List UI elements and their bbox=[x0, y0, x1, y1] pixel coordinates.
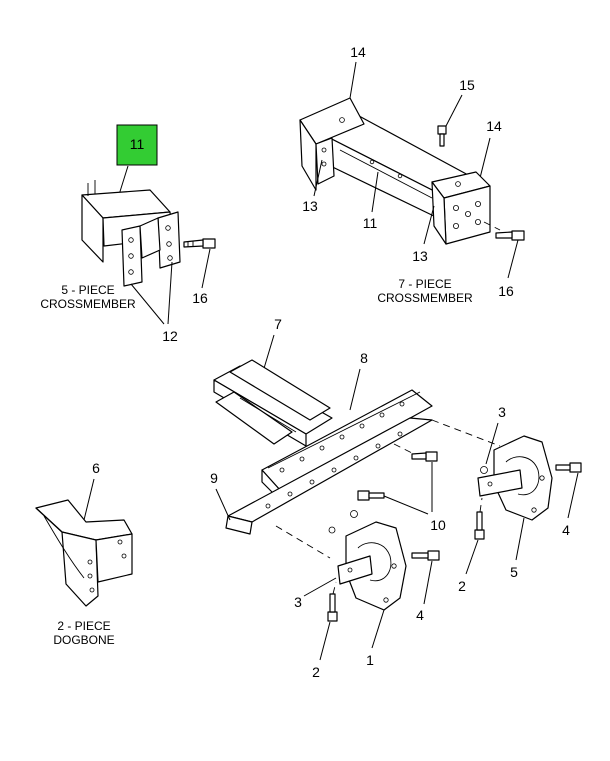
bolt-10-upper bbox=[411, 451, 438, 462]
two-piece-dogbone: 6 2 - PIECE DOGBONE bbox=[35, 460, 133, 647]
bolt-2-right bbox=[474, 511, 485, 540]
five-piece-crossmember: 11 16 12 5 - PIECE CROSSMEMBER bbox=[40, 124, 216, 344]
callout-9[interactable]: 9 bbox=[210, 470, 218, 486]
callout-13-right[interactable]: 13 bbox=[412, 248, 428, 264]
callout-6[interactable]: 6 bbox=[92, 460, 100, 476]
bracket-5 bbox=[477, 435, 553, 521]
callout-4-left[interactable]: 4 bbox=[416, 607, 424, 623]
bolt-4-left bbox=[411, 550, 440, 561]
caption-seven-piece-line2: CROSSMEMBER bbox=[377, 291, 473, 305]
bolt-15 bbox=[437, 125, 447, 147]
callout-7[interactable]: 7 bbox=[274, 316, 282, 332]
bolt-16-right bbox=[495, 230, 525, 241]
caption-five-piece-line1: 5 - PIECE bbox=[61, 283, 114, 297]
caption-five-piece-line2: CROSSMEMBER bbox=[40, 297, 136, 311]
callout-3-left[interactable]: 3 bbox=[294, 594, 302, 610]
bolt-16-left bbox=[183, 238, 216, 249]
callout-14-right[interactable]: 14 bbox=[486, 118, 502, 134]
bracket-1 bbox=[328, 521, 407, 611]
callout-11-highlighted[interactable]: 11 bbox=[130, 136, 145, 152]
callout-11-highlight[interactable] bbox=[116, 124, 158, 166]
bolt-10-lower bbox=[357, 490, 385, 501]
callout-13-left[interactable]: 13 bbox=[302, 198, 318, 214]
nut-10 bbox=[350, 510, 358, 518]
callout-4-right[interactable]: 4 bbox=[562, 522, 570, 538]
callout-16-right[interactable]: 16 bbox=[498, 283, 514, 299]
callout-1[interactable]: 1 bbox=[366, 652, 374, 668]
callout-2-left[interactable]: 2 bbox=[312, 664, 320, 680]
callout-8[interactable]: 8 bbox=[360, 350, 368, 366]
callout-10[interactable]: 10 bbox=[430, 517, 446, 533]
bolt-2-left bbox=[327, 593, 338, 622]
callout-12[interactable]: 12 bbox=[162, 328, 178, 344]
callout-2-right[interactable]: 2 bbox=[458, 578, 466, 594]
caption-seven-piece-line1: 7 - PIECE bbox=[398, 277, 451, 291]
caption-two-piece-line1: 2 - PIECE bbox=[57, 619, 110, 633]
callout-3-right[interactable]: 3 bbox=[498, 404, 506, 420]
callout-15[interactable]: 15 bbox=[459, 77, 475, 93]
seven-piece-crossmember: 14 15 14 bbox=[299, 44, 525, 305]
caption-two-piece-line2: DOGBONE bbox=[53, 633, 114, 647]
main-crossmember-assembly: 7 8 9 bbox=[210, 316, 582, 680]
callout-5[interactable]: 5 bbox=[510, 564, 518, 580]
callout-16-left[interactable]: 16 bbox=[192, 290, 208, 306]
callout-11-seven-piece[interactable]: 11 bbox=[363, 215, 378, 231]
callout-14-top[interactable]: 14 bbox=[350, 44, 366, 60]
bolt-4-right bbox=[555, 462, 582, 473]
